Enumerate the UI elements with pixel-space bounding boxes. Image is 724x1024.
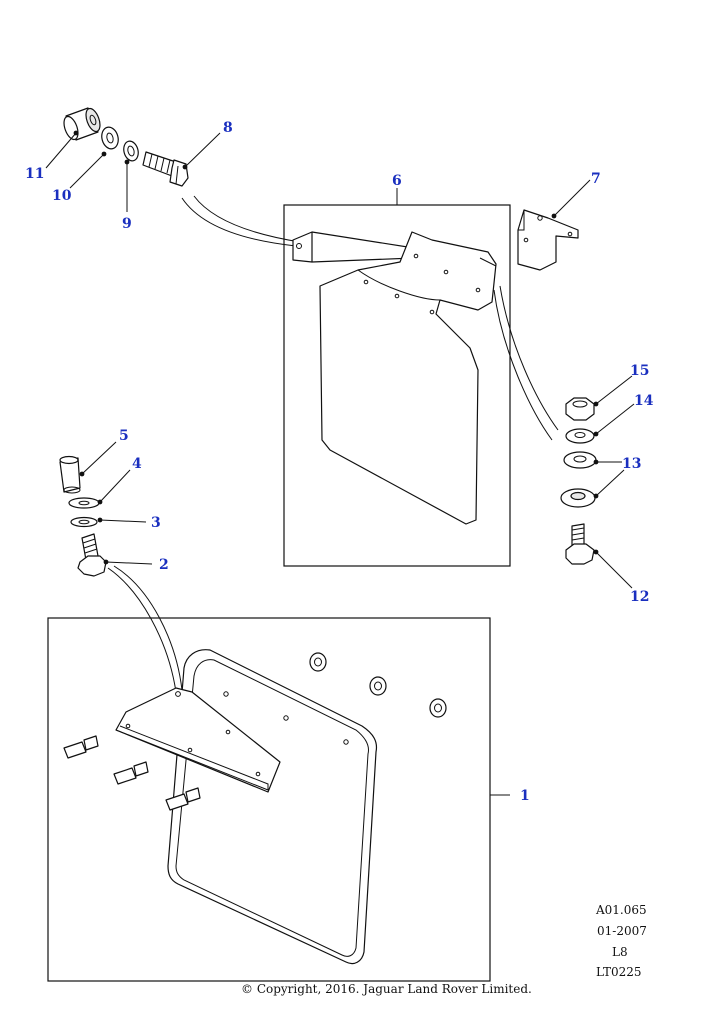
callout-7[interactable]: 7	[591, 171, 601, 187]
callout-12[interactable]: 12	[630, 589, 649, 605]
part-1-mudflap-kit	[63, 649, 447, 965]
callout-14[interactable]: 14	[634, 393, 654, 409]
part-3-washer	[70, 516, 98, 528]
callout-15[interactable]: 15	[630, 363, 649, 379]
part-4-washer	[68, 497, 100, 509]
diagram-code: LT0225	[596, 965, 642, 979]
callout-6[interactable]: 6	[392, 173, 402, 189]
part-13-washer-lower	[560, 488, 596, 508]
callout-8[interactable]: 8	[223, 120, 233, 136]
part-13-washer-upper	[563, 451, 597, 469]
callout-4[interactable]: 4	[132, 456, 142, 472]
callout-9[interactable]: 9	[122, 216, 132, 232]
part-9-washer	[123, 140, 139, 162]
diagram-ref: A01.065	[595, 903, 647, 917]
callout-2[interactable]: 2	[159, 557, 169, 573]
diagram-date: 01-2007	[597, 924, 647, 938]
callout-1[interactable]: 1	[520, 788, 530, 804]
inset-box-mudflap-kit	[47, 617, 491, 982]
callout-10[interactable]: 10	[52, 188, 72, 204]
callout-5[interactable]: 5	[119, 428, 129, 444]
callout-11[interactable]: 11	[25, 166, 44, 182]
copyright-notice: © Copyright, 2016. Jaguar Land Rover Lim…	[241, 982, 532, 996]
part-10-washer	[101, 126, 119, 150]
callout-13[interactable]: 13	[622, 456, 641, 472]
part-12-stud	[565, 523, 595, 565]
part-15-nut	[565, 397, 595, 421]
part-11-spacer	[63, 107, 101, 141]
diagram-level: L8	[612, 945, 628, 959]
part-14-washer	[565, 428, 595, 444]
part-6-mudflap-rear	[292, 231, 497, 525]
callout-3[interactable]: 3	[151, 515, 161, 531]
part-2-bolt	[77, 533, 107, 577]
part-7-bracket	[517, 209, 579, 271]
part-8-bolt	[142, 151, 189, 187]
part-5-spacer	[59, 455, 81, 494]
